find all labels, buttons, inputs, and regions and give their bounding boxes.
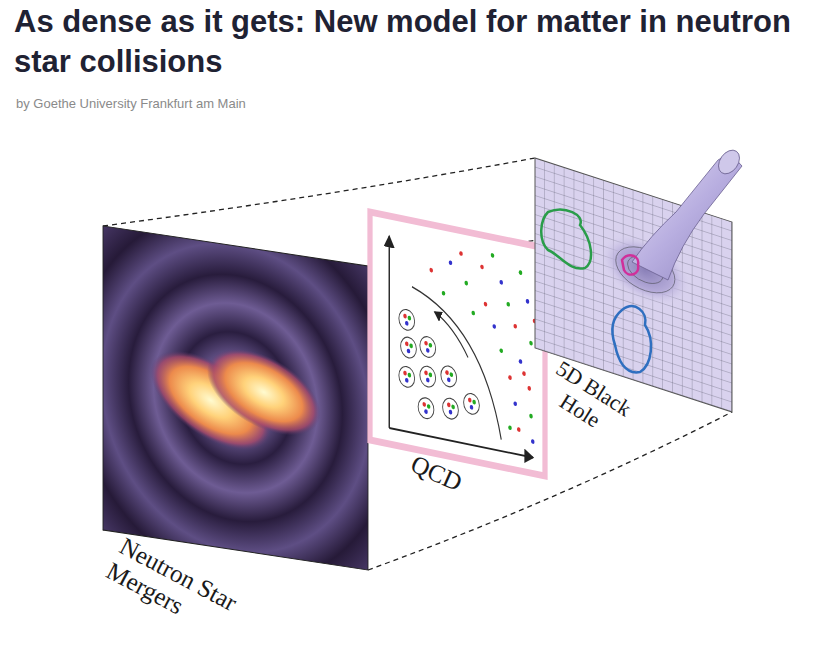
panel-label: 5D Black Hole <box>528 350 645 450</box>
article-title: As dense as it gets: New model for matte… <box>14 2 810 82</box>
tube-end <box>714 146 744 178</box>
black-hole-tube <box>632 156 742 280</box>
panel-label: Neutron Star Mergers <box>102 532 270 657</box>
merger-panel <box>103 226 368 570</box>
qcd-panel <box>370 212 545 476</box>
frustum-lines <box>103 158 732 570</box>
byline: by Goethe University Frankfurt am Main <box>16 96 516 112</box>
field-loops <box>541 210 651 373</box>
panel-label: QCD <box>407 450 501 512</box>
